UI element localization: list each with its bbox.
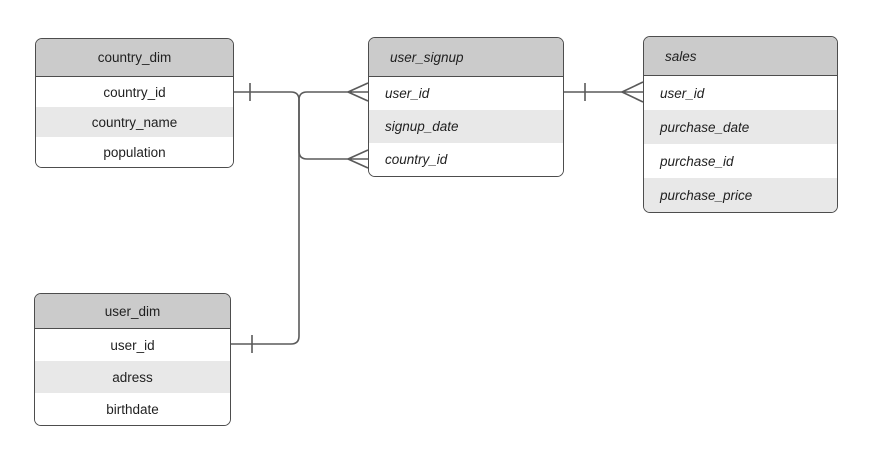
field-row: user_id bbox=[35, 329, 230, 361]
field-row: birthdate bbox=[35, 393, 230, 425]
field-row: population bbox=[36, 137, 233, 167]
connector-line bbox=[233, 91, 348, 160]
field-row: signup_date bbox=[369, 110, 563, 143]
field-row: user_id bbox=[369, 77, 563, 110]
entity-title: user_signup bbox=[369, 38, 563, 77]
field-row: purchase_price bbox=[644, 178, 837, 212]
cardinality-many-crow-foot-icon bbox=[621, 81, 644, 103]
cardinality-many-crow-foot-icon bbox=[347, 149, 369, 169]
field-row: country_name bbox=[36, 107, 233, 137]
connector-user-dim-to-user-signup[interactable] bbox=[231, 82, 369, 353]
field-row: user_id bbox=[644, 76, 837, 110]
entity-title: user_dim bbox=[35, 294, 230, 329]
entity-sales[interactable]: sales user_id purchase_date purchase_id … bbox=[643, 36, 838, 213]
connector-user-signup-to-sales[interactable] bbox=[564, 81, 644, 103]
connector-line bbox=[231, 91, 348, 345]
entity-title: sales bbox=[644, 37, 837, 76]
cardinality-many-crow-foot-icon bbox=[347, 82, 369, 102]
field-row: purchase_date bbox=[644, 110, 837, 144]
field-row: purchase_id bbox=[644, 144, 837, 178]
entity-user-signup[interactable]: user_signup user_id signup_date country_… bbox=[368, 37, 564, 177]
entity-user-dim[interactable]: user_dim user_id adress birthdate bbox=[34, 293, 231, 426]
entity-title: country_dim bbox=[36, 39, 233, 77]
field-row: country_id bbox=[36, 77, 233, 107]
field-row: adress bbox=[35, 361, 230, 393]
entity-country-dim[interactable]: country_dim country_id country_name popu… bbox=[35, 38, 234, 168]
field-row: country_id bbox=[369, 143, 563, 176]
